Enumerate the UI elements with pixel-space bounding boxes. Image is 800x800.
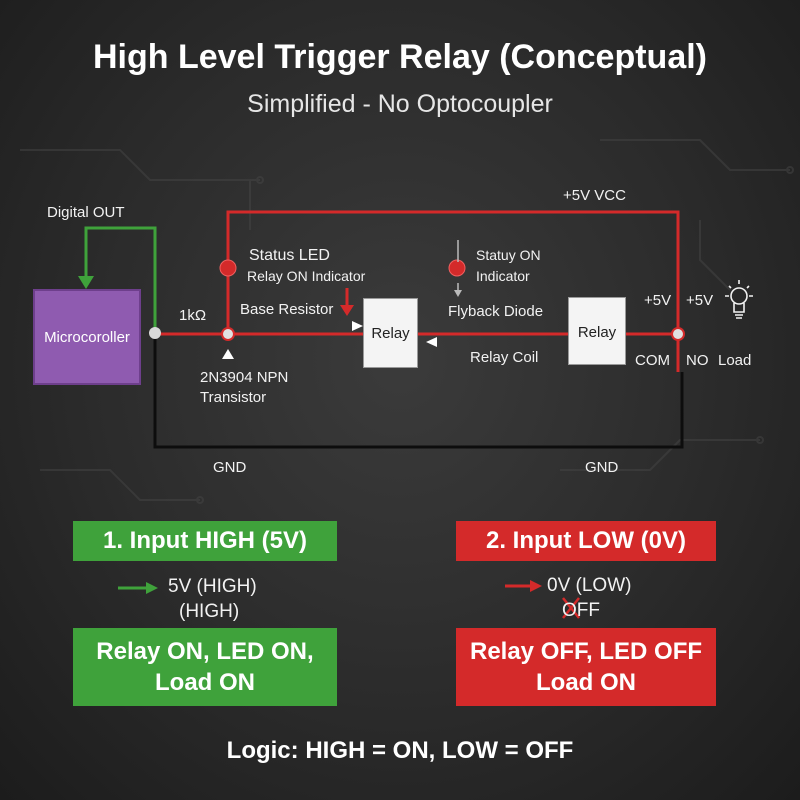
junction-relay-out [671,327,685,341]
plus5v-label-a: +5V [644,292,672,309]
microcontroller-label: Microcoroller [44,329,130,346]
ground-wire [153,334,684,449]
coil-arrow-icon [426,337,437,347]
input-low-line1: 0V (LOW) [547,575,632,596]
off-strike-icon [562,597,580,619]
relay-block-2: Relay [568,297,626,365]
base-resistor-label: Base Resistor [240,301,334,318]
digital-out-arrowhead [78,276,94,289]
relay-2-label: Relay [577,324,617,341]
relay-1-label: Relay [371,325,410,342]
diagram-title: High Level Trigger Relay (Conceptual) [92,38,707,76]
background-traces [20,139,794,504]
plus5v-label-b: +5V [686,292,714,309]
relay-input-arrow-icon [352,321,363,331]
input-high-line2: (HIGH) [179,601,240,622]
relay-block-1: Relay [363,298,418,368]
vcc-label: +5V VCC [563,187,626,204]
status-on-led-indicator-icon [448,259,466,277]
input-low-result: Relay OFF, LED OFF Load ON [456,628,716,706]
digital-out-wire [84,226,157,332]
transistor-label-line1: 2N3904 NPN [200,369,289,386]
status-led-indicator-icon [219,259,237,277]
transistor-marker-icon [222,349,234,359]
status-on-label-line1: Statuy ON [476,247,541,263]
input-high-heading: 1. Input HIGH (5V) [73,521,337,561]
input-low-line2: OFF [562,600,600,621]
relay-on-indicator-label: Relay ON Indicator [247,268,366,284]
gnd-right-label: GND [585,459,619,476]
gnd-left-label: GND [213,459,247,476]
microcontroller-block: Microcoroller [33,289,141,385]
logic-summary: Logic: HIGH = ON, LOW = OFF [226,737,574,764]
input-high-result: Relay ON, LED ON, Load ON [73,628,337,706]
resistor-value-label: 1kΩ [179,307,207,324]
input-high-line1: 5V (HIGH) [168,576,257,597]
digital-out-label: Digital OUT [47,204,125,221]
no-label: NO [686,352,709,369]
junction-mcu [149,327,161,339]
load-label: Load [718,352,752,369]
status-led-label: Status LED [249,247,330,264]
com-label: COM [635,352,670,369]
diagram-subtitle: Simplified - No Optocoupler [247,90,553,118]
input-low-heading: 2. Input LOW (0V) [456,521,716,561]
transistor-label-line2: Transistor [200,389,267,406]
junction-transistor [221,327,235,341]
lightbulb-icon [725,280,753,319]
status-on-label-line2: Indicator [476,268,530,284]
flyback-diode-label: Flyback Diode [448,303,544,320]
relay-coil-label: Relay Coil [470,349,539,366]
